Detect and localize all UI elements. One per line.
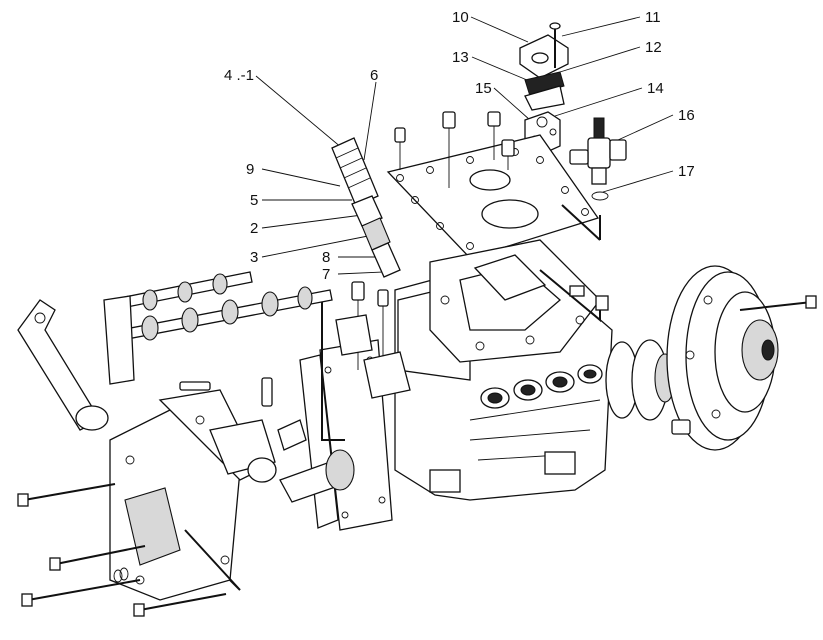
callout-17: 17 bbox=[678, 163, 695, 180]
callout-2: 2 bbox=[250, 220, 258, 237]
plunger-studs bbox=[335, 281, 411, 399]
fuel-fitting bbox=[569, 117, 627, 201]
leader-lines bbox=[255, 16, 674, 275]
delivery-valve-stack bbox=[331, 137, 401, 278]
callout-16: 16 bbox=[678, 107, 695, 124]
callout-8: 8 bbox=[322, 249, 330, 266]
callout-5: 5 bbox=[250, 192, 258, 209]
callout-11: 11 bbox=[645, 9, 661, 26]
top-plate bbox=[386, 134, 601, 259]
governor-lever bbox=[17, 295, 135, 431]
callout-9: 9 bbox=[246, 161, 254, 178]
drive-gear-pulley bbox=[605, 265, 817, 451]
callout-labels: 10 11 12 13 14 15 16 17 4 .-1 6 9 5 2 3 … bbox=[224, 9, 695, 283]
callout-15: 15 bbox=[475, 80, 492, 97]
callout-13: 13 bbox=[452, 49, 469, 66]
callout-3: 3 bbox=[250, 249, 258, 266]
callout-6: 6 bbox=[370, 67, 378, 84]
callout-4-1: 4 .-1 bbox=[224, 67, 254, 84]
pump-housing bbox=[394, 239, 613, 501]
callout-7: 7 bbox=[322, 266, 330, 283]
governor-cover bbox=[519, 22, 569, 157]
callout-14: 14 bbox=[647, 80, 664, 97]
camshaft bbox=[109, 271, 333, 341]
callout-12: 12 bbox=[645, 39, 662, 56]
control-lever bbox=[209, 419, 355, 503]
top-studs bbox=[394, 111, 515, 188]
bolts-left bbox=[17, 377, 273, 617]
callout-10: 10 bbox=[452, 9, 469, 26]
governor-housing bbox=[109, 389, 261, 601]
